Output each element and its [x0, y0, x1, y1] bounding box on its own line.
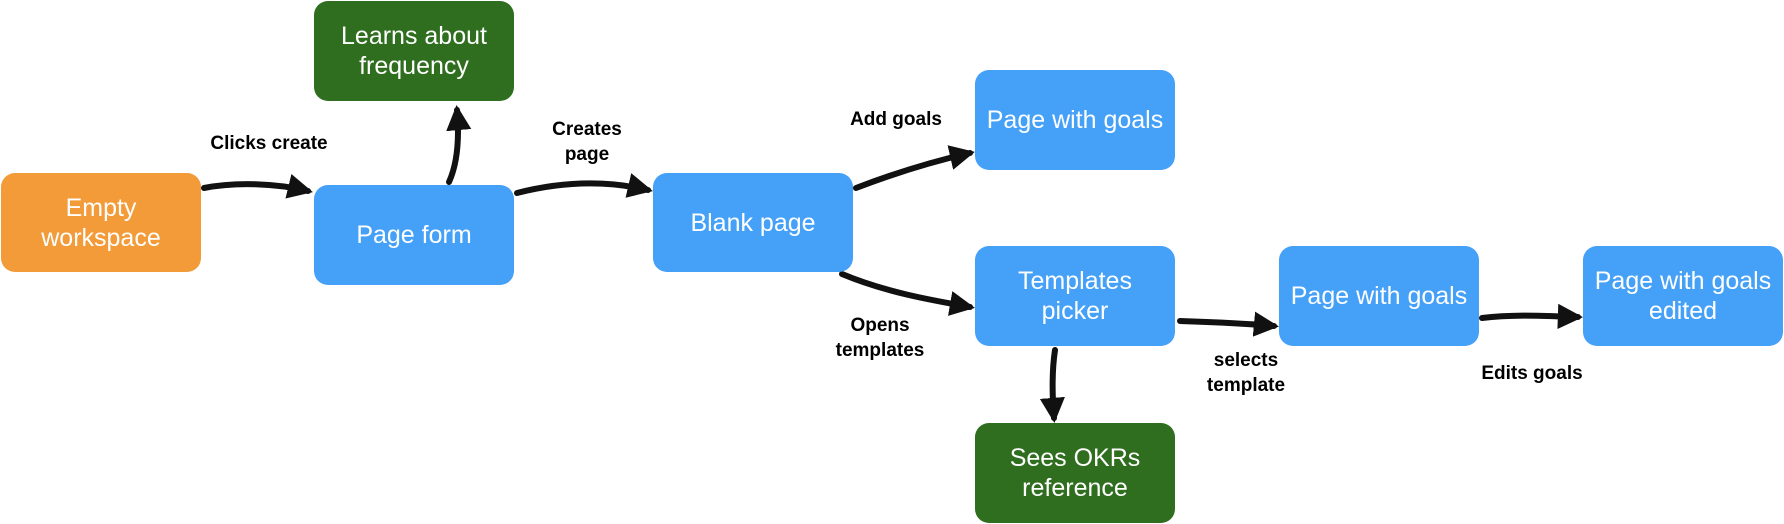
edge-label-edits-goals: Edits goals [1481, 363, 1583, 384]
edge-add-goals [853, 145, 975, 191]
edge-creates-page [514, 173, 653, 198]
edge-label-creates-page: Creates page [552, 119, 622, 165]
edge-to-frequency [446, 104, 472, 185]
node-page-with-goals-edited: Page with goals edited [1583, 246, 1783, 346]
node-empty-workspace: Empty workspace [1, 173, 201, 272]
edge-edits-goals [1479, 303, 1584, 329]
edge-to-okrs [1039, 347, 1065, 424]
edge-label-add-goals: Add goals [850, 109, 942, 130]
node-page-with-goals-middle: Page with goals [1279, 246, 1479, 346]
node-templates-picker: Templates picker [975, 246, 1175, 346]
node-sees-okrs-reference: Sees OKRs reference [975, 423, 1175, 523]
edge-opens-templates [839, 271, 975, 316]
edge-label-clicks-create: Clicks create [210, 133, 328, 154]
node-page-with-goals-top: Page with goals [975, 70, 1175, 170]
node-learns-about-frequency: Learns about frequency [314, 1, 514, 101]
edge-label-selects-template: selects template [1206, 350, 1286, 396]
edge-selects-template [1177, 311, 1280, 337]
edge-clicks-create [201, 174, 313, 199]
node-page-form: Page form [314, 185, 514, 285]
edge-label-opens-templates: Opens templates [835, 315, 925, 361]
node-blank-page: Blank page [653, 173, 853, 272]
